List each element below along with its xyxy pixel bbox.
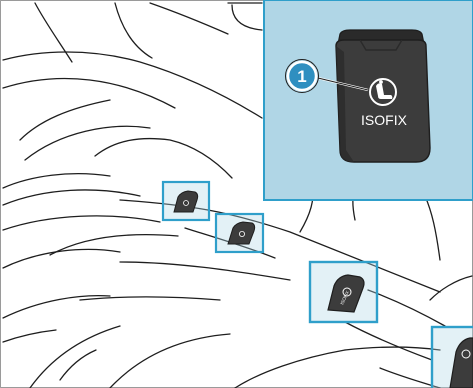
isofix-cover: ISOFIX — [336, 30, 430, 162]
isofix-anchor-highlight-4 — [432, 327, 473, 388]
isofix-cover-label: ISOFIX — [361, 112, 408, 128]
callout-number: 1 — [297, 67, 306, 86]
callout-marker-1: 1 — [286, 60, 319, 93]
isofix-anchor-highlight-2 — [216, 214, 263, 252]
isofix-anchor-highlight-3: ISOFIX — [310, 262, 377, 322]
isofix-anchor-highlight-1 — [163, 182, 209, 220]
isofix-cover-inset: ISOFIX 1 — [264, 0, 473, 200]
